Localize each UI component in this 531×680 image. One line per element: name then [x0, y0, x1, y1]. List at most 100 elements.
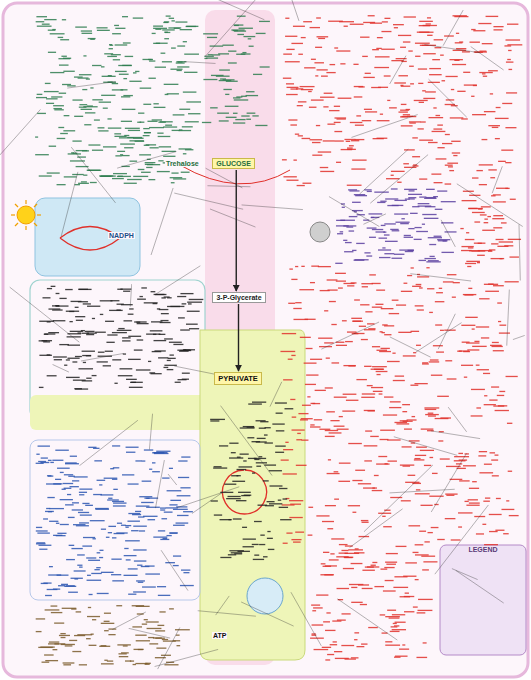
texture-mark: [361, 283, 373, 284]
texture-mark: [176, 522, 189, 523]
texture-mark: [228, 51, 236, 52]
texture-mark: [71, 608, 76, 609]
texture-mark: [381, 31, 391, 32]
texture-mark: [110, 468, 114, 469]
texture-mark: [391, 175, 394, 176]
texture-mark: [269, 470, 282, 471]
texture-mark: [341, 149, 352, 150]
texture-mark: [170, 500, 181, 501]
texture-mark: [256, 462, 267, 463]
texture-mark: [325, 659, 330, 660]
texture-mark: [369, 274, 376, 275]
texture-mark: [367, 191, 372, 192]
texture-mark: [347, 185, 362, 186]
texture-mark: [59, 298, 66, 299]
texture-mark: [382, 247, 385, 248]
texture-mark: [478, 23, 491, 24]
texture-mark: [79, 74, 92, 75]
texture-mark: [353, 64, 358, 65]
texture-mark: [135, 635, 146, 636]
texture-mark: [497, 302, 502, 303]
texture-mark: [384, 510, 390, 511]
texture-mark: [499, 241, 513, 242]
texture-mark: [172, 130, 180, 131]
texture-mark: [165, 32, 170, 33]
texture-mark: [362, 286, 368, 287]
texture-mark: [156, 648, 166, 649]
texture-mark: [232, 481, 245, 482]
texture-mark: [53, 356, 67, 357]
texture-mark: [380, 568, 387, 569]
texture-mark: [334, 471, 339, 472]
texture-mark: [128, 314, 134, 315]
texture-mark: [125, 527, 128, 528]
texture-mark: [137, 565, 142, 566]
texture-mark: [123, 42, 131, 43]
texture-mark: [336, 118, 345, 119]
texture-mark: [377, 120, 390, 121]
texture-mark: [36, 454, 39, 455]
texture-mark: [116, 309, 120, 310]
pathway-line: [184, 62, 215, 64]
texture-mark: [339, 544, 348, 545]
texture-mark: [495, 410, 509, 411]
texture-mark: [118, 653, 126, 654]
texture-mark: [167, 369, 174, 370]
texture-mark: [354, 632, 359, 633]
texture-mark: [437, 190, 447, 191]
texture-mark: [100, 494, 113, 495]
texture-mark: [153, 536, 167, 537]
texture-mark: [404, 189, 417, 190]
texture-mark: [241, 96, 247, 97]
texture-mark: [287, 87, 299, 88]
texture-mark: [202, 122, 211, 123]
texture-mark: [431, 375, 442, 376]
texture-mark: [128, 594, 136, 595]
texture-mark: [342, 410, 355, 411]
texture-mark: [75, 388, 88, 389]
texture-mark: [403, 355, 416, 356]
texture-mark: [49, 641, 59, 642]
texture-mark: [48, 460, 52, 461]
texture-mark: [322, 521, 334, 522]
texture-mark: [382, 324, 387, 325]
texture-mark: [67, 85, 76, 86]
texture-mark: [48, 332, 59, 333]
texture-mark: [505, 188, 509, 189]
texture-mark: [290, 88, 297, 89]
texture-mark: [481, 337, 489, 338]
texture-mark: [252, 115, 258, 116]
texture-mark: [45, 83, 51, 84]
texture-mark: [113, 489, 117, 490]
texture-mark: [375, 304, 383, 305]
texture-mark: [155, 29, 161, 30]
texture-mark: [404, 235, 411, 236]
reaction-arrow: [238, 304, 239, 371]
texture-mark: [469, 42, 479, 43]
texture-mark: [62, 84, 71, 85]
texture-mark: [428, 237, 442, 238]
texture-mark: [428, 117, 443, 118]
texture-mark: [329, 301, 336, 302]
texture-mark: [356, 115, 361, 116]
texture-mark: [248, 403, 262, 404]
texture-mark: [158, 595, 170, 596]
texture-mark: [323, 106, 328, 107]
texture-mark: [384, 18, 390, 19]
texture-mark: [203, 33, 218, 34]
texture-mark: [364, 410, 375, 411]
pathway-line: [329, 197, 379, 227]
texture-mark: [214, 514, 222, 515]
texture-mark: [226, 117, 237, 118]
texture-mark: [175, 382, 181, 383]
hub-circle: [310, 222, 330, 242]
texture-mark: [387, 361, 400, 362]
texture-mark: [241, 115, 249, 116]
texture-mark: [49, 508, 64, 509]
texture-mark: [280, 351, 295, 352]
texture-mark: [507, 423, 512, 424]
texture-mark: [405, 251, 414, 252]
texture-mark: [483, 501, 490, 502]
texture-mark: [348, 549, 363, 550]
texture-mark: [167, 360, 171, 361]
